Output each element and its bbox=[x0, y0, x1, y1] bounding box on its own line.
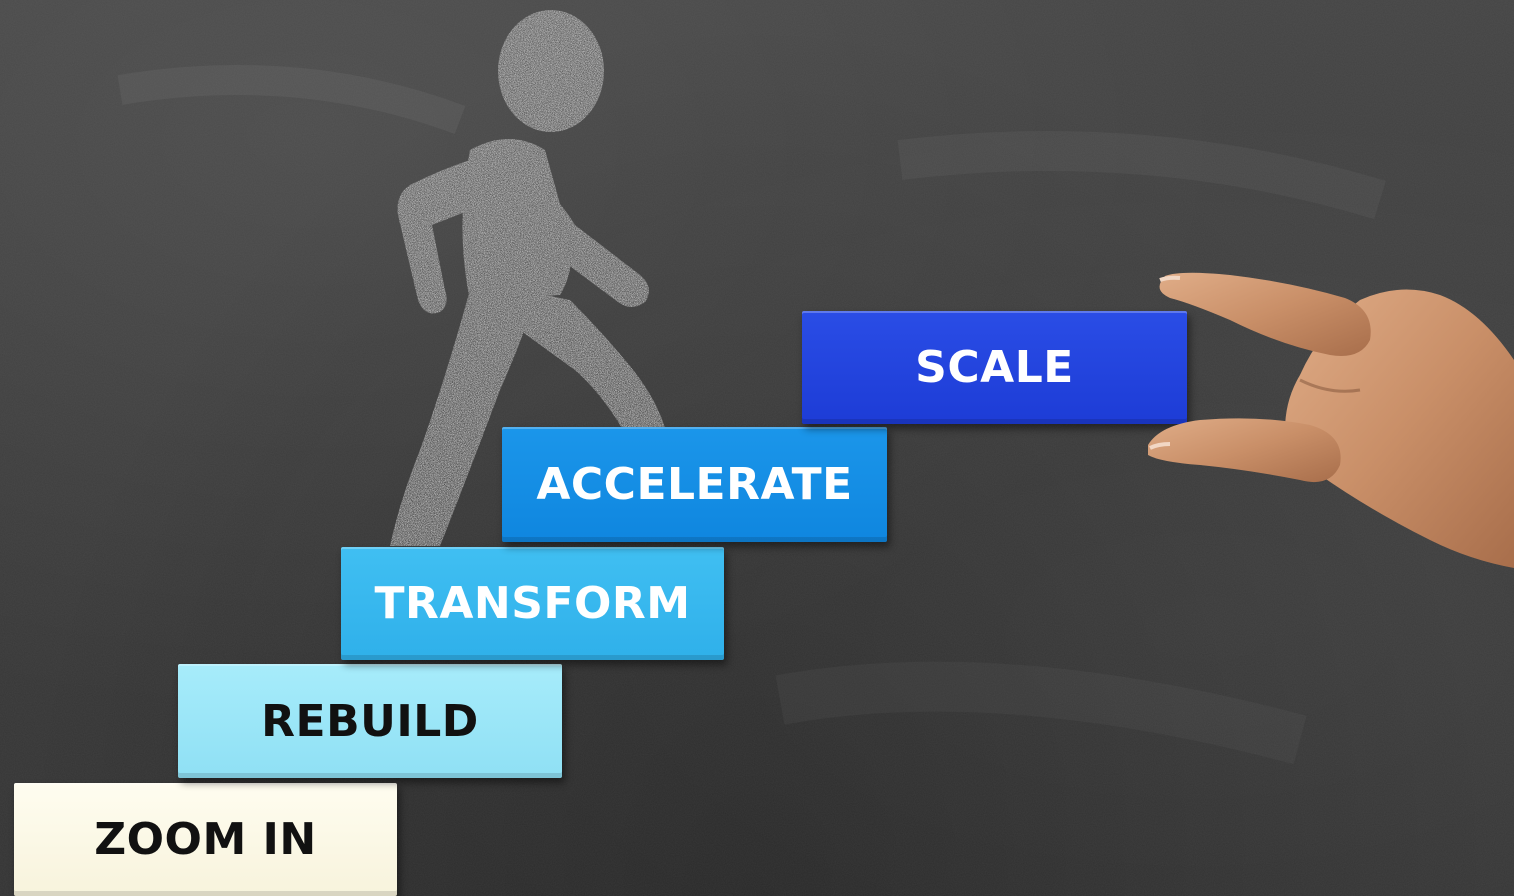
figure-head bbox=[498, 10, 604, 132]
step-scale: SCALE bbox=[802, 311, 1187, 424]
figure-front-leg bbox=[520, 290, 665, 428]
figure-torso bbox=[462, 139, 572, 300]
step-zoom-in: ZOOM IN bbox=[14, 783, 397, 896]
step-transform-label: TRANSFORM bbox=[374, 578, 691, 629]
step-transform: TRANSFORM bbox=[341, 547, 724, 660]
step-accelerate-label: ACCELERATE bbox=[536, 459, 853, 510]
thumb-nail bbox=[1159, 275, 1181, 282]
hand-crease bbox=[1299, 378, 1361, 393]
step-scale-label: SCALE bbox=[915, 342, 1074, 393]
finger-nail bbox=[1149, 442, 1171, 450]
step-rebuild: REBUILD bbox=[178, 664, 562, 778]
step-zoom-in-label: ZOOM IN bbox=[94, 814, 317, 865]
step-rebuild-label: REBUILD bbox=[261, 695, 479, 747]
figure-back-arm bbox=[397, 160, 470, 314]
figure-back-leg bbox=[390, 290, 535, 546]
hand bbox=[1148, 272, 1514, 568]
figure-front-arm bbox=[535, 180, 649, 307]
step-accelerate: ACCELERATE bbox=[502, 427, 887, 542]
